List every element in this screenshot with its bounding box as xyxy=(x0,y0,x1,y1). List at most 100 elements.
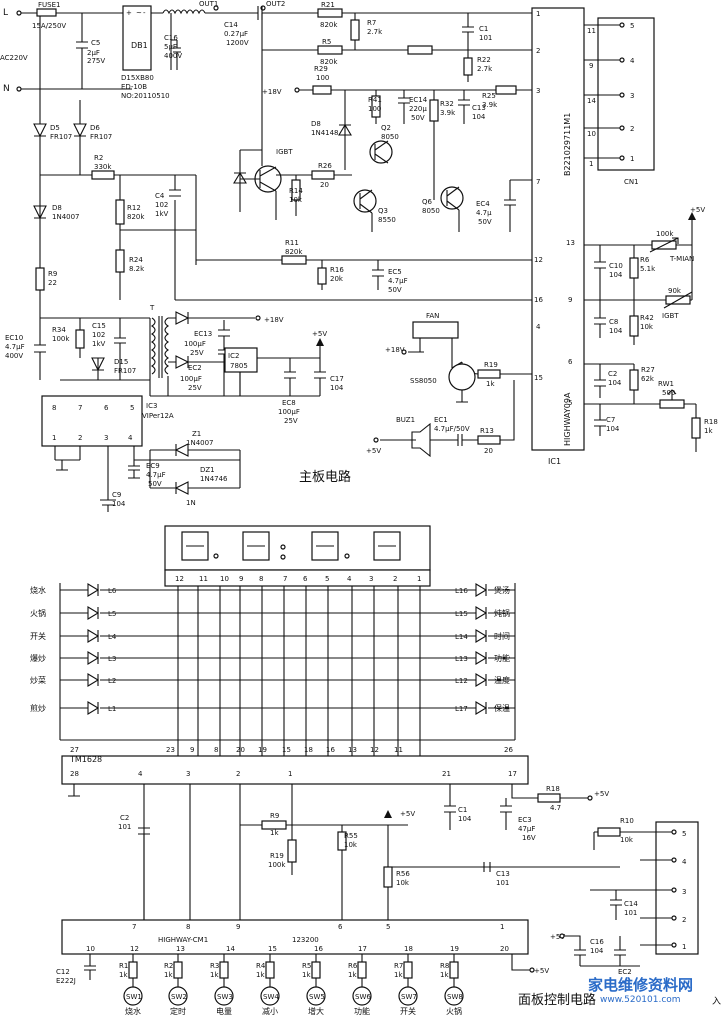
tm1628-pin: 16 xyxy=(326,746,335,754)
svg-text:R7: R7 xyxy=(367,19,376,27)
svg-text:R2: R2 xyxy=(94,154,103,162)
svg-text:330k: 330k xyxy=(94,163,112,171)
svg-text:+5V: +5V xyxy=(312,330,327,338)
svg-text:4.7μ: 4.7μ xyxy=(476,209,492,217)
tm1628-pin: 21 xyxy=(442,770,451,778)
svg-text:8: 8 xyxy=(52,404,56,412)
svg-text:EC8: EC8 xyxy=(282,399,296,407)
svg-text:1k: 1k xyxy=(486,380,495,388)
svg-text:9: 9 xyxy=(568,296,572,304)
svg-text:16: 16 xyxy=(534,296,543,304)
svg-text:10k: 10k xyxy=(396,879,410,887)
resistor-value: 1k xyxy=(119,971,128,979)
svg-text:R19: R19 xyxy=(270,852,284,860)
display-pin-label: 8 xyxy=(259,575,263,583)
switch-ref: SW5 xyxy=(309,993,325,1001)
switch-icon xyxy=(306,986,326,1006)
mcu-pin: 14 xyxy=(226,945,235,953)
svg-text:C17: C17 xyxy=(330,375,344,383)
svg-text:C2: C2 xyxy=(608,370,617,378)
svg-text:EC13: EC13 xyxy=(194,330,212,338)
led-ref: L1 xyxy=(108,705,116,713)
svg-text:Z1: Z1 xyxy=(192,430,201,438)
fuse-value: 15A/250V xyxy=(32,22,66,30)
ic3-viper12a: 8 7 6 5 1 2 3 4 IC3 VIPer12A C9 104 Z1 1… xyxy=(41,395,241,512)
svg-text:T: T xyxy=(149,304,155,312)
svg-text:3: 3 xyxy=(630,92,634,100)
svg-text:VIPer12A: VIPer12A xyxy=(142,412,174,420)
resistor-ref: R6 xyxy=(348,962,358,970)
capacitor-c14: C14 0.27μF 1200V xyxy=(224,21,249,47)
panel-connector: 5 4 3 2 1 xyxy=(640,821,699,955)
svg-text:100: 100 xyxy=(368,105,381,113)
svg-text:20k: 20k xyxy=(330,275,344,283)
seven-segment-display xyxy=(164,525,431,587)
main-board-title: 主板电路 xyxy=(299,469,351,485)
svg-text:+5V: +5V xyxy=(690,206,705,214)
tm1628-pin: 8 xyxy=(214,746,218,754)
svg-text:4: 4 xyxy=(682,858,687,866)
switch-resistor xyxy=(128,961,138,979)
svg-text:C9: C9 xyxy=(112,491,121,499)
tm1628-pin: 26 xyxy=(504,746,513,754)
svg-text:RW1: RW1 xyxy=(658,380,674,388)
tm1628-pin: 23 xyxy=(166,746,175,754)
svg-text:220μ: 220μ xyxy=(409,105,427,113)
tm1628-pin: 28 xyxy=(70,770,79,778)
tm1628-pin: 13 xyxy=(348,746,357,754)
led-icon xyxy=(475,701,488,715)
svg-text:2: 2 xyxy=(630,125,634,133)
svg-text:400V: 400V xyxy=(164,52,182,60)
svg-text:1: 1 xyxy=(630,155,634,163)
resistor-value: 1k xyxy=(302,971,311,979)
switch-resistor xyxy=(403,961,413,979)
svg-text:275V: 275V xyxy=(87,57,105,65)
svg-text:+: + xyxy=(126,9,132,17)
svg-text:1: 1 xyxy=(52,434,56,442)
svg-text:22: 22 xyxy=(48,279,57,287)
aux-smps: R34 100k C15 102 1kV D15 FR107 EC10 4.7μ… xyxy=(5,304,344,425)
svg-text:123200: 123200 xyxy=(292,936,319,944)
display-pin-label: 1 xyxy=(417,575,421,583)
resistor-ref: R7 xyxy=(394,962,403,970)
mcu-pin: 17 xyxy=(358,945,367,953)
corner-char: 入 xyxy=(712,996,721,1007)
svg-text:R10: R10 xyxy=(620,817,634,825)
svg-text:1k: 1k xyxy=(704,427,713,435)
resistor-value: 1k xyxy=(210,971,219,979)
switch-icon xyxy=(260,986,280,1006)
svg-text:Q3: Q3 xyxy=(378,207,388,215)
led-ref: L6 xyxy=(108,587,117,595)
svg-text:3: 3 xyxy=(536,87,540,95)
svg-text:1N4148: 1N4148 xyxy=(311,129,339,137)
svg-text:102: 102 xyxy=(92,331,105,339)
svg-text:R34: R34 xyxy=(52,326,66,334)
resistor-ref: R1 xyxy=(119,962,128,970)
svg-text:7805: 7805 xyxy=(230,362,248,370)
plus18-label: +18V xyxy=(262,88,282,96)
svg-text:1kV: 1kV xyxy=(92,340,106,348)
driver-section: +18V R29 100 R41 100 EC14 220μ 50V R32 3… xyxy=(233,50,532,232)
led-label: 开关 xyxy=(30,631,46,641)
svg-text:3: 3 xyxy=(682,888,686,896)
svg-text:R41: R41 xyxy=(368,96,382,104)
svg-text:4: 4 xyxy=(536,323,541,331)
svg-text:104: 104 xyxy=(472,113,486,121)
svg-text:EC4: EC4 xyxy=(476,200,490,208)
svg-text:5: 5 xyxy=(130,404,134,412)
svg-text:FR107: FR107 xyxy=(90,133,112,141)
display-pin-label: 10 xyxy=(220,575,229,583)
svg-text:R42: R42 xyxy=(640,314,654,322)
svg-text:104: 104 xyxy=(606,425,620,433)
svg-text:100μF: 100μF xyxy=(184,340,206,348)
mcu-pin: 13 xyxy=(176,945,185,953)
led-ref: L17 xyxy=(455,705,468,713)
mcu-pin: 5 xyxy=(386,923,390,931)
svg-text:-: - xyxy=(143,9,146,17)
mcu-pin: 12 xyxy=(130,945,139,953)
svg-text:R22: R22 xyxy=(477,56,491,64)
svg-text:+18V: +18V xyxy=(385,346,405,354)
svg-text:DB1: DB1 xyxy=(131,41,148,50)
svg-text:100: 100 xyxy=(316,74,329,82)
